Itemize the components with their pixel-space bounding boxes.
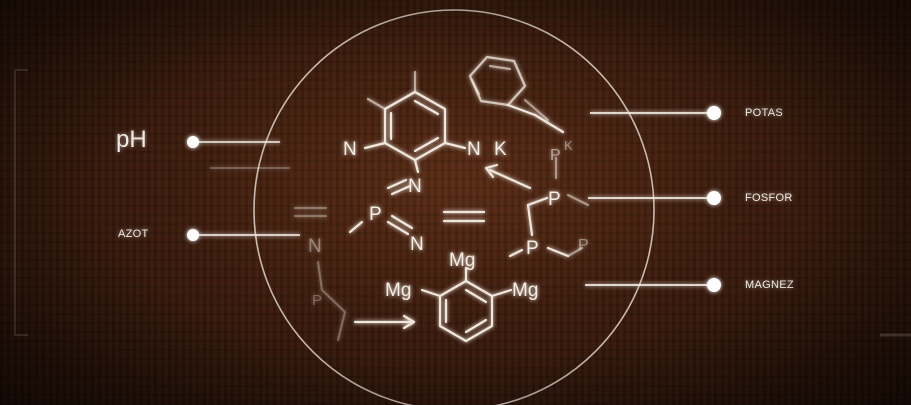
atom-labels: N N K N P N N P P K P P P Mg Mg Mg [308,138,589,309]
label-potas: POTAS [745,107,783,119]
atom-n-faint: N [308,236,322,257]
center-circle [253,9,655,405]
atom-mg-right: Mg [512,280,538,301]
phenyl-ring [468,55,527,107]
atom-k: K [494,139,507,160]
callout-lines [187,106,721,292]
molecule-bonds [293,55,590,343]
azot-dot [187,229,199,241]
magnez-dot [707,278,721,292]
atom-n-right: N [467,139,481,160]
atom-n-bottom: N [410,234,424,255]
atom-p-top: P [550,147,561,164]
label-magnez: MAGNEZ [745,279,794,291]
potas-dot [707,106,721,120]
atom-n-mid: N [408,176,422,197]
atom-mg-top: Mg [449,250,475,271]
label-ph: pH [116,126,147,153]
label-azot: AZOT [118,228,149,240]
fosfor-dot [707,191,721,205]
atom-p-faint: P [312,292,322,309]
ph-dot [187,136,199,148]
atom-p-right: P [548,189,561,210]
atom-p-lower: P [526,238,539,259]
atom-mg-left: Mg [385,280,411,301]
label-fosfor: FOSFOR [745,192,793,204]
atom-n-left: N [343,139,357,160]
left-bracket [14,69,28,336]
atom-p-center: P [369,204,382,225]
atom-p-faint-right: P [578,237,589,254]
atom-k-small: K [564,138,573,153]
